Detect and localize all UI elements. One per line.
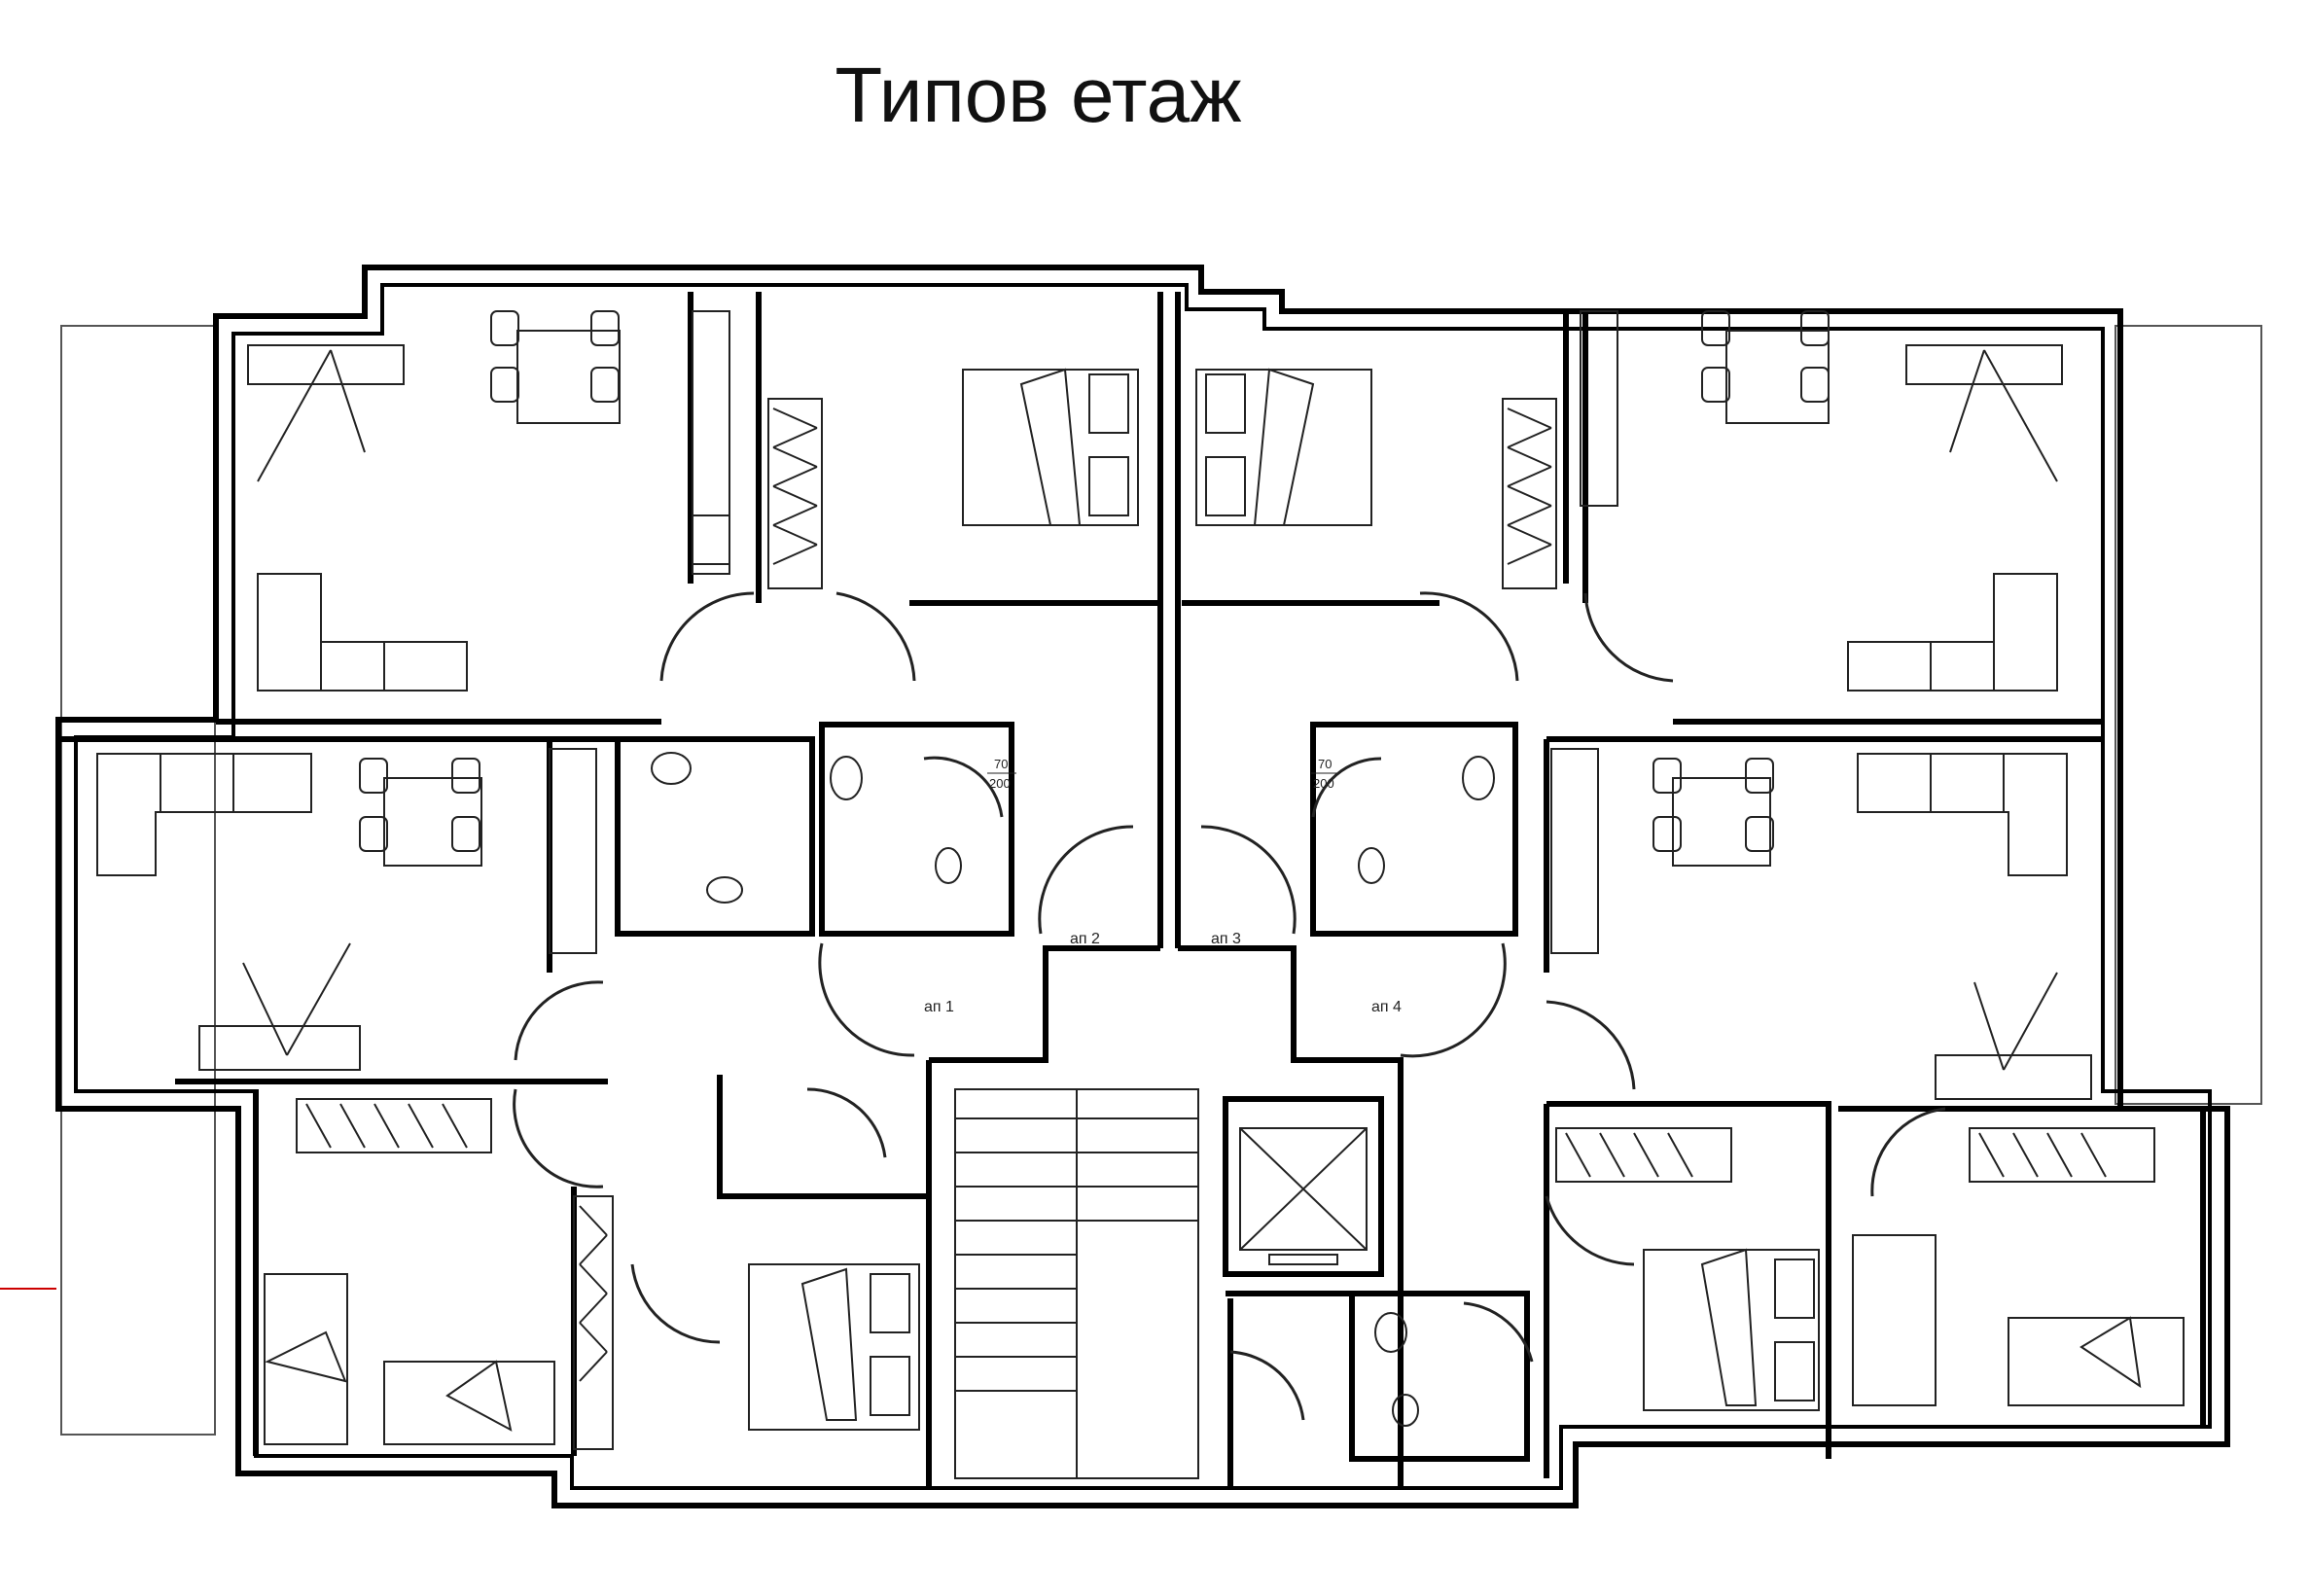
balcony-right (2115, 325, 2262, 1105)
door-dimension-left: 70 200 (987, 757, 1016, 791)
apartment-label-3: ап 3 (1211, 931, 1241, 947)
plan-title: Типов етаж (835, 52, 1242, 138)
apartment-label-2: ап 2 (1070, 931, 1100, 947)
door-width-right: 70 (1318, 757, 1332, 771)
furniture (96, 310, 2185, 1450)
door-height-right: 200 (1313, 776, 1334, 791)
exterior-walls (55, 265, 2230, 1508)
interior-walls (60, 292, 2206, 1488)
apartment-label-1: ап 1 (924, 999, 954, 1015)
balcony-left (60, 325, 216, 1436)
door-width-left: 70 (994, 757, 1008, 771)
apartment-label-4: ап 4 (1371, 999, 1402, 1015)
elevator (1239, 1127, 1368, 1265)
door-swings (513, 591, 1946, 1421)
staircase (954, 1088, 1199, 1479)
door-height-left: 200 (989, 776, 1011, 791)
door-dimension-right: 70 200 (1311, 757, 1340, 791)
